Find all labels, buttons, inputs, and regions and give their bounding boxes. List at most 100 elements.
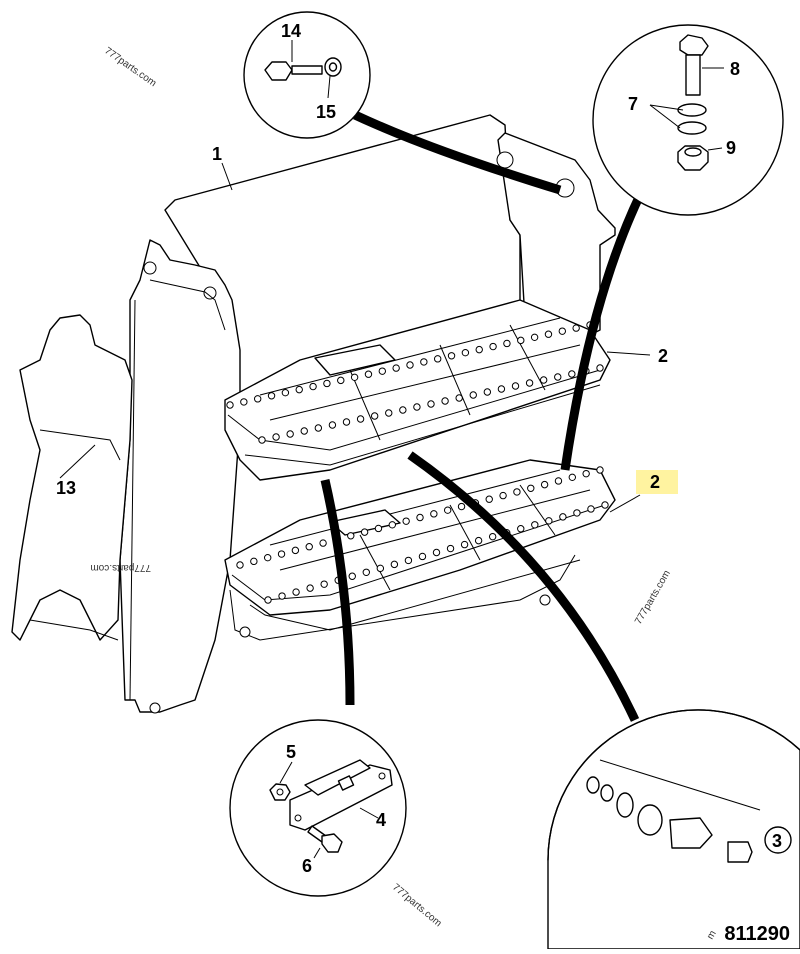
tread-bolt-head: [499, 491, 507, 500]
hex-nut-icon: [677, 145, 709, 171]
tread-bolt-head: [399, 406, 407, 414]
tread-bolt-head: [587, 505, 595, 513]
tread-bolt-head: [362, 568, 370, 576]
lower-step-tread: [224, 459, 616, 641]
tread-bolt-head: [376, 564, 385, 573]
hex-bolt-icon: [669, 817, 753, 863]
tread-bolt-head: [513, 488, 521, 496]
tread-bolt-head: [416, 513, 424, 522]
tread-bolt-head: [525, 379, 534, 387]
tread-bolt-head: [531, 521, 539, 529]
callout-leaders: [59, 162, 651, 513]
callout-8: 8: [730, 59, 740, 79]
tread-bolt-head: [455, 394, 463, 402]
tread-bolt-head: [413, 403, 421, 411]
callout-7: 7: [628, 94, 638, 114]
tread-bolt-head: [503, 339, 511, 348]
tread-bolt-head: [278, 592, 286, 600]
tread-bolt-head: [460, 540, 469, 549]
tread-bolt-head: [483, 388, 492, 396]
tread-bolt-head: [286, 430, 294, 438]
watermark: 777parts.com: [102, 45, 158, 89]
tread-bolt-head: [264, 596, 272, 604]
tread-bolt-head: [545, 517, 553, 525]
tread-bolt-head: [404, 556, 413, 565]
tread-bolt-head: [474, 536, 483, 545]
tread-bolt-head: [406, 361, 414, 369]
tread-bolt-head: [295, 385, 303, 394]
tread-bolt-head: [511, 382, 520, 390]
detail-leader-bands: [320, 110, 645, 722]
tread-bolt-head: [596, 466, 604, 474]
tread-bolt-head: [272, 433, 280, 441]
tread-bolt-head: [342, 418, 351, 426]
detail-circle-fasteners: [547, 709, 800, 950]
tread-bolt-head: [319, 539, 327, 547]
callout-9: 9: [726, 138, 736, 158]
tread-bolt-head: [337, 376, 345, 385]
tread-bolt-head: [596, 364, 604, 372]
watermark: 777parts.com: [633, 569, 673, 627]
tread-bolt-head: [457, 502, 466, 511]
detail-circle-bolt-washer: [243, 11, 371, 139]
callout-2-upper-step: 2: [658, 346, 668, 366]
step-frame-bracket: [11, 114, 616, 714]
tread-bolt-head: [530, 333, 539, 342]
tread-bolt-head: [323, 379, 331, 388]
tread-bolt-head: [573, 509, 581, 517]
callout-15: 15: [316, 102, 336, 122]
tread-bolt-head: [447, 352, 456, 360]
tread-bolt-head: [475, 345, 483, 354]
tread-bolt-head: [527, 484, 535, 492]
tread-bolt-head: [489, 342, 497, 351]
callout-3: 3: [772, 831, 782, 851]
tread-bolt-head: [432, 548, 441, 557]
tread-bolt-head: [443, 506, 452, 514]
callout-4: 4: [376, 810, 386, 830]
callout-2-lower-step: 2: [650, 472, 660, 492]
tread-bolt-head: [427, 400, 435, 408]
tread-bolt-head: [572, 324, 580, 332]
tread-bolt-head: [263, 553, 272, 562]
tread-bolt-head: [582, 469, 590, 478]
tread-bolt-head: [554, 477, 563, 485]
tread-bolt-head: [488, 532, 497, 541]
watermark: 777parts.com: [90, 562, 151, 573]
tread-bolt-head: [328, 421, 337, 429]
hex-nut-icon: [269, 783, 291, 801]
tread-bolt-head: [374, 524, 383, 533]
tread-bolt-head: [420, 358, 428, 366]
tread-bolt-head: [267, 392, 276, 400]
tread-bolt-head: [418, 552, 427, 561]
tread-bolt-head: [554, 373, 562, 381]
tread-bolt-head: [544, 330, 553, 338]
tread-bolt-head: [485, 495, 493, 503]
tread-bolt-head: [446, 544, 455, 553]
washer-icon: [677, 103, 707, 135]
tread-bolt-head: [370, 412, 379, 420]
tread-bolt-head: [517, 336, 525, 345]
hex-bolt-icon: [307, 825, 343, 853]
detail-circle-bolt-nut: [592, 24, 784, 216]
tread-bolt-head: [430, 510, 438, 518]
tread-bolt-head: [253, 395, 262, 403]
tread-bolt-head: [388, 521, 397, 529]
hex-bolt-icon: [679, 34, 709, 96]
tread-bolt-head: [309, 382, 317, 391]
washer-icon: [586, 776, 614, 802]
tread-bolt-head: [385, 409, 393, 417]
tread-bolt-head: [378, 367, 387, 375]
callout-13: 13: [56, 478, 76, 498]
tread-bolt-head: [281, 388, 290, 397]
tread-bolt-head: [348, 572, 356, 580]
tread-bolt-head: [517, 525, 525, 533]
tread-bolt-head: [402, 517, 410, 525]
figure-number: 811290: [724, 923, 790, 945]
hex-nut-icon: [616, 792, 663, 836]
tread-bolt-head: [568, 473, 577, 482]
tread-bolt-head: [360, 528, 369, 536]
tread-bolt-head: [258, 436, 266, 444]
tread-bolt-head: [314, 424, 323, 432]
tread-bolt-head: [306, 584, 314, 592]
